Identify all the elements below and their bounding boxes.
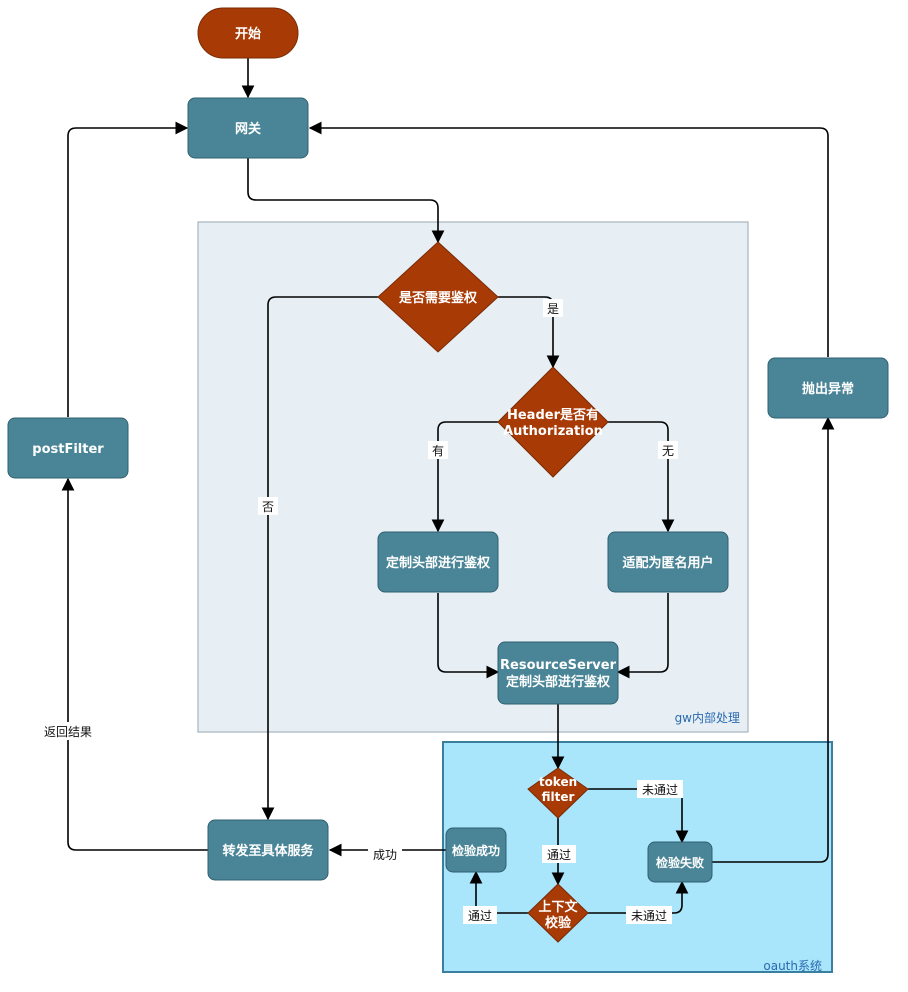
node-has-header-label-1: Header是否有 [507, 407, 599, 423]
node-check-fail: 检验失败 [647, 841, 713, 883]
edge-label-no: 否 [262, 500, 274, 514]
node-has-header-label-2: Authorization [503, 424, 603, 439]
node-custom-header-auth: 定制头部进行鉴权 [377, 531, 499, 593]
node-context-check: 上下文 校验 [527, 883, 589, 943]
gw-group-label: gw内部处理 [675, 710, 740, 725]
edge-exception-gateway [308, 121, 829, 357]
node-need-auth-label: 是否需要鉴权 [398, 290, 478, 306]
node-forward-service: 转发至具体服务 [207, 819, 329, 881]
edge-label-return-result: 返回结果 [44, 725, 92, 739]
node-throw-exception: 抛出异常 [767, 357, 889, 419]
node-gateway: 网关 [187, 97, 309, 159]
edge-needauth-forward [261, 296, 378, 821]
edge-label-success: 成功 [373, 848, 397, 862]
edge-label-yes: 是 [547, 302, 559, 316]
node-token-filter: token filter [527, 767, 589, 819]
node-check-success-label: 检验成功 [452, 843, 500, 858]
node-need-auth: 是否需要鉴权 [377, 241, 499, 353]
node-check-success: 检验成功 [445, 827, 507, 873]
edge-label-not-passed-2: 未通过 [631, 909, 667, 923]
edge-custom-resource [437, 593, 500, 679]
edge-label-none: 无 [662, 444, 674, 458]
edge-header-anonymous [608, 421, 675, 533]
node-throw-exception-label: 抛出异常 [802, 381, 854, 397]
node-gateway-label: 网关 [235, 121, 261, 137]
edge-label-passed-2: 通过 [468, 909, 492, 923]
oauth-group-label: oauth系统 [763, 959, 822, 973]
node-resource-server-label-1: ResourceServer [500, 658, 617, 673]
edge-context-fail [588, 880, 689, 914]
edge-label-has: 有 [432, 444, 444, 458]
edge-labels: 是 否 有 无 未通过 通过 通过 未通过 成功 返回结果 [38, 299, 683, 924]
node-token-filter-label-1: token [539, 775, 577, 789]
node-resource-server-label-2: 定制头部进行鉴权 [505, 674, 611, 690]
node-forward-service-label: 转发至具体服务 [222, 843, 314, 859]
node-resource-server: ResourceServer 定制头部进行鉴权 [497, 641, 619, 705]
node-context-check-label-1: 上下文 [538, 899, 578, 915]
edge-postfilter-gateway [67, 121, 189, 417]
edge-anonymous-resource [616, 593, 669, 679]
node-start-label: 开始 [235, 26, 261, 42]
node-post-filter-label: postFilter [32, 442, 104, 457]
edge-gateway-needauth [247, 158, 445, 244]
node-custom-header-auth-label: 定制头部进行鉴权 [385, 555, 491, 571]
node-token-filter-label-2: filter [542, 790, 575, 804]
node-anonymous-user-label: 适配为匿名用户 [622, 555, 713, 571]
node-context-check-label-2: 校验 [545, 915, 572, 931]
edge-forward-postfilter [61, 477, 208, 851]
node-check-fail-label: 检验失败 [656, 855, 704, 870]
node-has-header: Header是否有 Authorization [497, 366, 609, 478]
node-start: 开始 [197, 7, 299, 59]
edge-label-passed-1: 通过 [547, 848, 571, 862]
edge-label-not-passed-1: 未通过 [642, 783, 678, 797]
edge-header-custom [431, 421, 498, 533]
node-post-filter: postFilter [7, 417, 129, 479]
node-anonymous-user: 适配为匿名用户 [607, 531, 729, 593]
edge-fail-exception [712, 416, 835, 863]
